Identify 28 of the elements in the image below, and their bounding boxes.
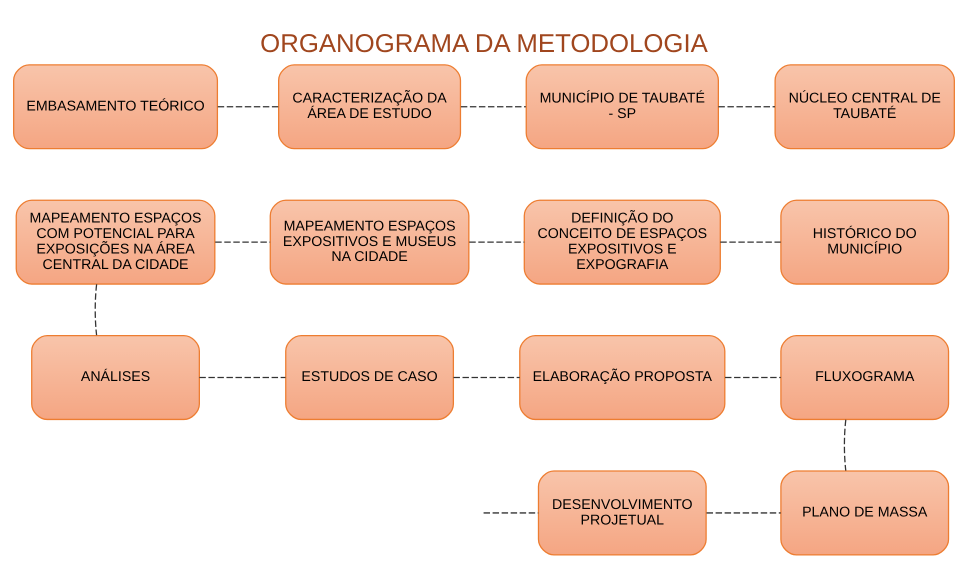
connector	[460, 106, 526, 107]
connector	[453, 376, 520, 378]
node-box: HISTÓRICO DO MUNICÍPIO	[780, 199, 950, 284]
connector	[844, 419, 846, 470]
node-box: DEFINIÇÃO DO CONCEITO DE ESPAÇOS EXPOSITIVOS E EXPOGRAFIA	[524, 199, 721, 284]
connector	[706, 512, 781, 514]
connector	[94, 284, 98, 335]
node-box: NÚCLEO CENTRAL DE TAUBATÉ	[774, 64, 955, 149]
connector	[725, 376, 781, 378]
node-box: MAPEAMENTO ESPAÇOS COM POTENCIAL PARA EXPOSIÇÕES NA ÁREA CENTRAL DA CIDADE	[16, 199, 216, 284]
connector	[484, 512, 538, 514]
connector	[720, 241, 781, 242]
node-box: EMBASAMENTO TEÓRICO	[13, 64, 218, 149]
connector	[718, 106, 775, 107]
connector	[218, 106, 278, 107]
connector	[199, 376, 286, 378]
node-box: PLANO DE MASSA	[780, 470, 950, 555]
node-box: MAPEAMENTO ESPAÇOS EXPOSITIVOS E MUSEUS NA CIDADE	[270, 199, 470, 284]
node-box: CARACTERIZAÇÃO DA ÁREA DE ESTUDO	[278, 64, 462, 149]
connector	[215, 241, 270, 242]
node-box: MUNICÍPIO DE TAUBATÉ - SP	[526, 64, 719, 149]
node-box: ELABORAÇÃO PROPOSTA	[519, 334, 726, 420]
node-box: ANÁLISES	[31, 334, 200, 420]
node-box: DESENVOLVIMENTO PROJETUAL	[538, 470, 707, 555]
node-box: ESTUDOS DE CASO	[285, 334, 454, 420]
node-box: FLUXOGRAMA	[780, 334, 950, 420]
diagram-title: ORGANOGRAMA DA METODOLOGIA	[260, 29, 708, 58]
connector	[469, 241, 524, 242]
